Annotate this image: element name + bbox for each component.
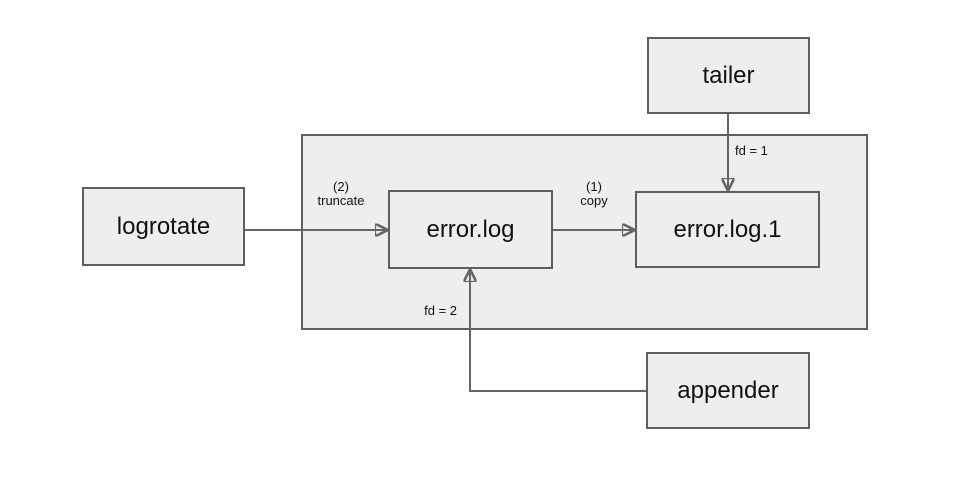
edge-label-truncate: (2) truncate [301,180,381,208]
node-tailer: tailer [647,37,810,114]
edge-label-fd2-text: fd = 2 [424,303,457,318]
node-tailer-label: tailer [702,61,755,89]
edge-label-copy: (1) copy [554,180,634,208]
edge-label-truncate-step: (2) [333,179,349,194]
node-appender: appender [646,352,810,429]
node-error-log-1-label: error.log.1 [673,215,782,243]
node-error-log: error.log [388,190,553,269]
node-logrotate-label: logrotate [116,212,211,240]
edge-label-fd1-text: fd = 1 [735,143,768,158]
node-appender-label: appender [677,376,779,404]
edge-label-truncate-action: truncate [317,193,365,208]
node-error-log-label: error.log [426,215,515,243]
edge-label-fd2: fd = 2 [390,304,457,318]
node-logrotate: logrotate [82,187,245,266]
edge-label-copy-step: (1) [586,179,602,194]
node-error-log-1: error.log.1 [635,191,820,268]
edge-label-copy-action: copy [580,193,608,208]
edge-label-fd1: fd = 1 [735,144,768,158]
